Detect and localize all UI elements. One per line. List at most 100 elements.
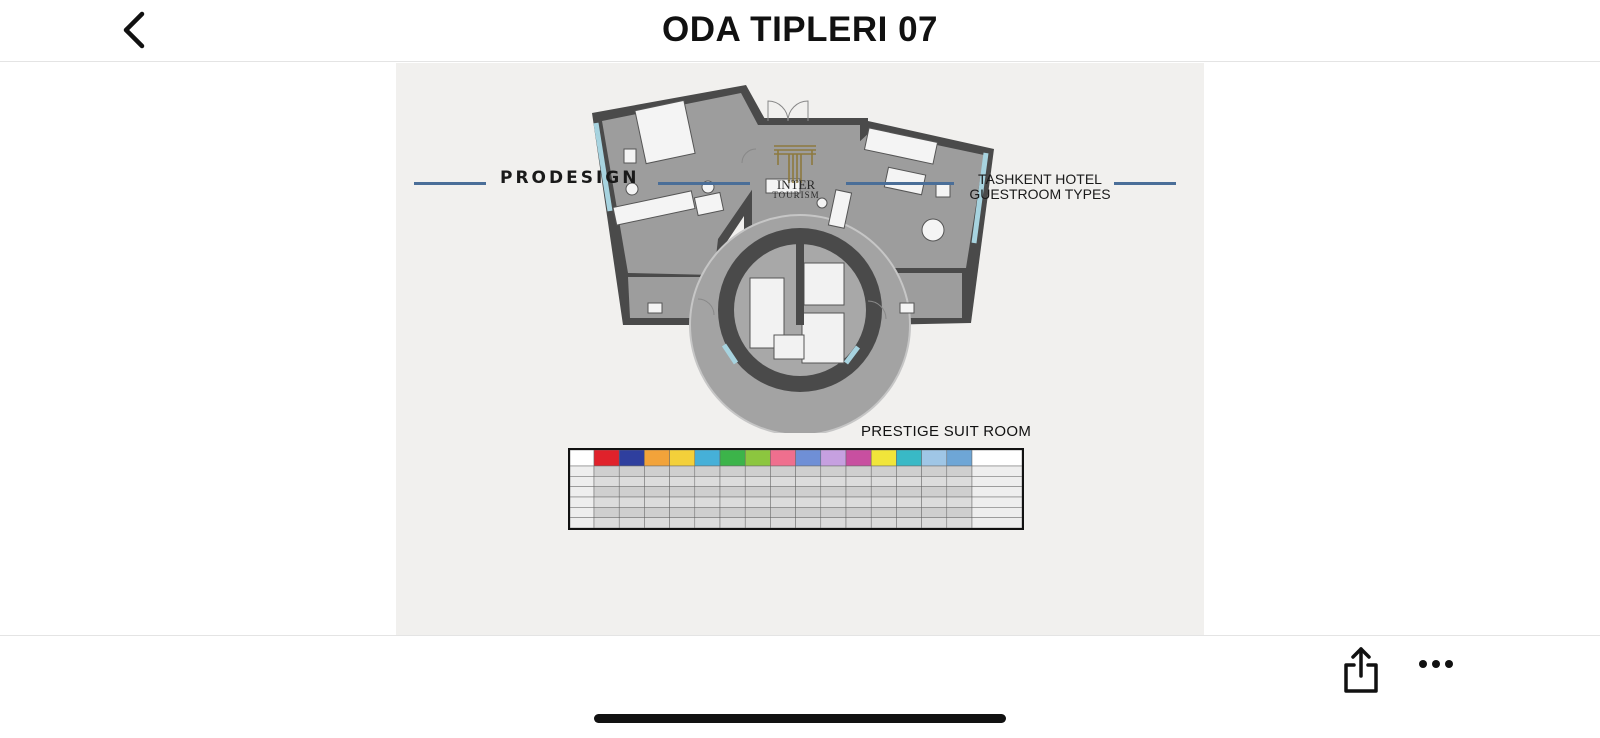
table-cell — [669, 476, 696, 487]
table-cell — [694, 507, 721, 518]
table-cell — [618, 517, 645, 528]
divider-line — [846, 182, 954, 185]
table-cell — [644, 507, 670, 518]
table-cell — [921, 476, 948, 487]
table-cell — [719, 476, 746, 487]
table-cell — [644, 476, 670, 487]
table-cell — [870, 517, 897, 528]
table-header-cell — [669, 450, 696, 467]
table-cell — [870, 465, 897, 477]
table-cell — [820, 476, 847, 487]
table-cell — [744, 507, 771, 518]
table-cell — [896, 496, 922, 508]
table-cell — [845, 486, 872, 498]
table-cell — [845, 465, 872, 477]
table-cell — [570, 507, 595, 518]
table-cell — [719, 465, 746, 477]
back-button[interactable] — [118, 8, 158, 52]
table-cell — [795, 517, 822, 528]
table-cell — [618, 507, 645, 518]
table-header-cell — [946, 450, 973, 467]
share-button[interactable] — [1341, 645, 1381, 695]
table-cell — [593, 496, 620, 508]
table-cell — [845, 476, 872, 487]
table-cell — [896, 465, 922, 477]
prodesign-brand: PRODESIGN — [500, 168, 640, 188]
table-cell — [719, 507, 746, 518]
table-cell — [820, 507, 847, 518]
room-count-table — [568, 448, 1024, 530]
table-cell — [644, 465, 670, 477]
table-cell — [719, 496, 746, 508]
table-cell — [593, 517, 620, 528]
table-cell — [570, 496, 595, 508]
table-cell — [719, 486, 746, 498]
table-cell — [644, 486, 670, 498]
divider-line — [658, 182, 750, 185]
table-header-cell — [593, 450, 620, 467]
table-cell — [744, 486, 771, 498]
table-cell — [921, 507, 948, 518]
table-header-cell — [644, 450, 670, 467]
floor-plan-drawing — [592, 85, 994, 433]
table-cell — [795, 486, 822, 498]
table-cell — [593, 507, 620, 518]
table-cell — [946, 517, 973, 528]
document-viewer[interactable]: PRESTIGE SUIT ROOM PRODESIGN INTER TOURI… — [396, 63, 1204, 635]
table-header-cell — [570, 450, 595, 467]
table-header-cell — [921, 450, 948, 467]
table-cell — [896, 486, 922, 498]
table-cell — [921, 517, 948, 528]
table-cell — [896, 507, 922, 518]
table-cell — [570, 517, 595, 528]
table-cell — [820, 517, 847, 528]
table-cell — [921, 486, 948, 498]
table-cell — [946, 507, 973, 518]
table-cell — [946, 486, 973, 498]
table-cell — [870, 476, 897, 487]
inter-tourism-logo — [774, 145, 816, 183]
table-header-cell — [719, 450, 746, 467]
table-cell — [971, 465, 1022, 477]
table-cell — [795, 476, 822, 487]
table-cell — [845, 496, 872, 508]
table-cell — [845, 507, 872, 518]
inter-tourism-wordmark: INTER TOURISM — [756, 178, 836, 201]
table-cell — [770, 465, 796, 477]
table-cell — [744, 496, 771, 508]
table-cell — [694, 496, 721, 508]
page-title: ODA TIPLERI 07 — [661, 10, 939, 49]
table-cell — [971, 476, 1022, 487]
table-header-cell — [870, 450, 897, 467]
table-cell — [719, 517, 746, 528]
table-cell — [593, 486, 620, 498]
table-cell — [845, 517, 872, 528]
table-cell — [694, 465, 721, 477]
table-cell — [744, 517, 771, 528]
table-cell — [669, 507, 696, 518]
table-cell — [971, 517, 1022, 528]
hotel-caption: TASHKENT HOTEL GUESTROOM TYPES — [968, 172, 1112, 202]
table-cell — [870, 496, 897, 508]
table-cell — [570, 486, 595, 498]
logo-line-2: TOURISM — [772, 190, 820, 200]
table-cell — [770, 476, 796, 487]
table-cell — [921, 465, 948, 477]
table-cell — [669, 496, 696, 508]
chevron-left-icon — [123, 11, 145, 49]
table-header-cell — [618, 450, 645, 467]
table-cell — [669, 517, 696, 528]
table-cell — [644, 517, 670, 528]
table-cell — [820, 465, 847, 477]
bottom-toolbar — [0, 635, 1600, 738]
table-header-cell — [770, 450, 796, 467]
table-cell — [770, 517, 796, 528]
table-cell — [946, 476, 973, 487]
more-options-button[interactable] — [1418, 656, 1454, 672]
table-cell — [694, 517, 721, 528]
table-cell — [744, 476, 771, 487]
table-cell — [694, 476, 721, 487]
table-cell — [971, 507, 1022, 518]
more-icon — [1419, 660, 1453, 668]
room-count-table-graphic — [570, 450, 1022, 528]
